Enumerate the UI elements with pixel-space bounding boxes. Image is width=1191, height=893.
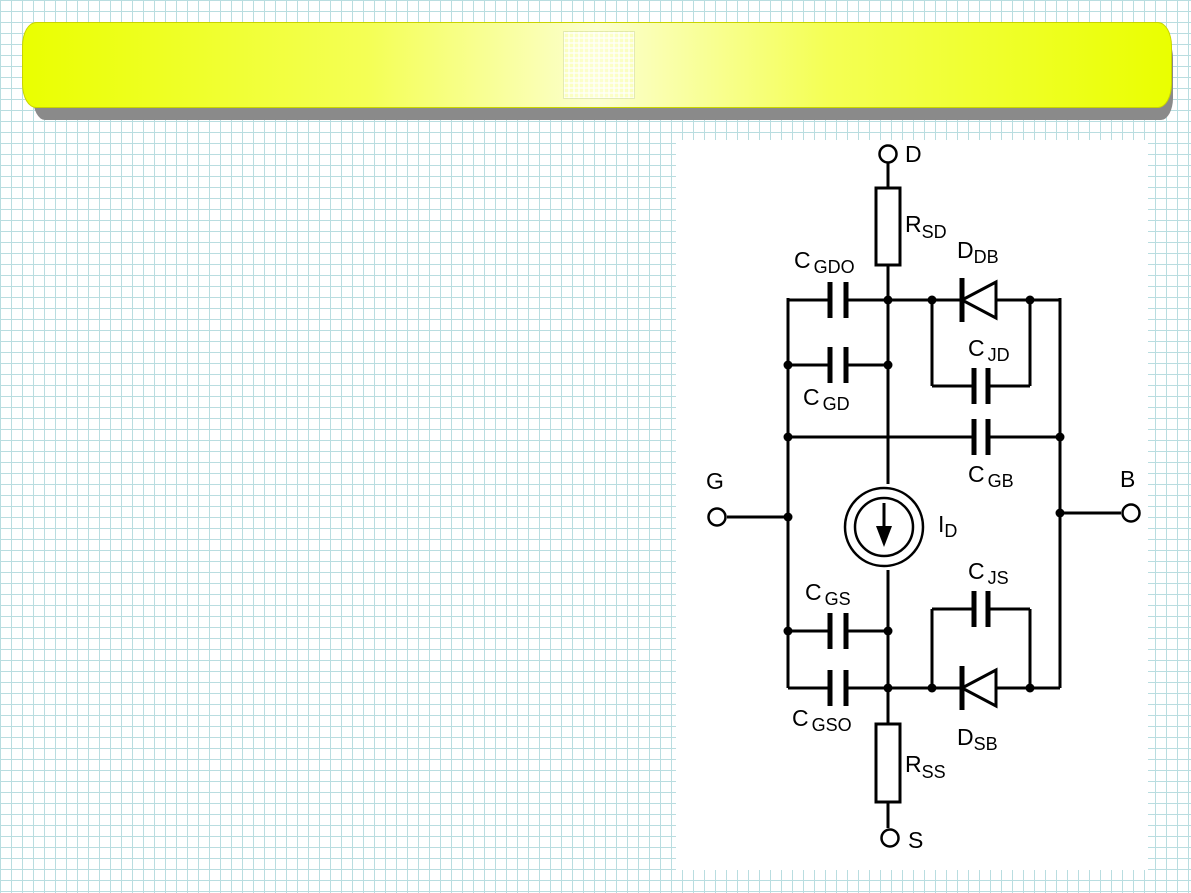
label-b: B	[1120, 466, 1135, 492]
label-s: S	[908, 827, 923, 853]
resistor-rsd	[874, 186, 902, 267]
label-d: D	[905, 141, 922, 167]
capacitor-cjd	[971, 368, 991, 404]
banner-pattern	[563, 31, 635, 99]
terminal-d	[878, 144, 898, 164]
capacitor-cgdo	[827, 282, 849, 318]
diode-ddb	[958, 278, 998, 322]
label-rss: RSS	[905, 751, 946, 782]
label-g: G	[706, 468, 724, 494]
label-rsd: RSD	[905, 211, 947, 242]
capacitor-cgb	[971, 419, 991, 455]
resistor-rss	[874, 722, 902, 804]
label-id: ID	[938, 511, 957, 541]
current-source-id	[843, 486, 925, 568]
terminal-b	[1121, 503, 1141, 523]
label-ddb: DDB	[957, 237, 999, 267]
terminal-g	[707, 507, 727, 527]
capacitor-cgd	[827, 347, 849, 383]
capacitor-cgs	[827, 613, 849, 649]
capacitor-cgso	[827, 670, 849, 706]
diode-dsb	[958, 666, 998, 710]
junction-dots	[783, 295, 1065, 693]
title-banner	[22, 22, 1172, 108]
capacitor-cjs	[971, 591, 991, 627]
terminal-s	[880, 828, 900, 848]
label-dsb: DSB	[957, 724, 998, 754]
